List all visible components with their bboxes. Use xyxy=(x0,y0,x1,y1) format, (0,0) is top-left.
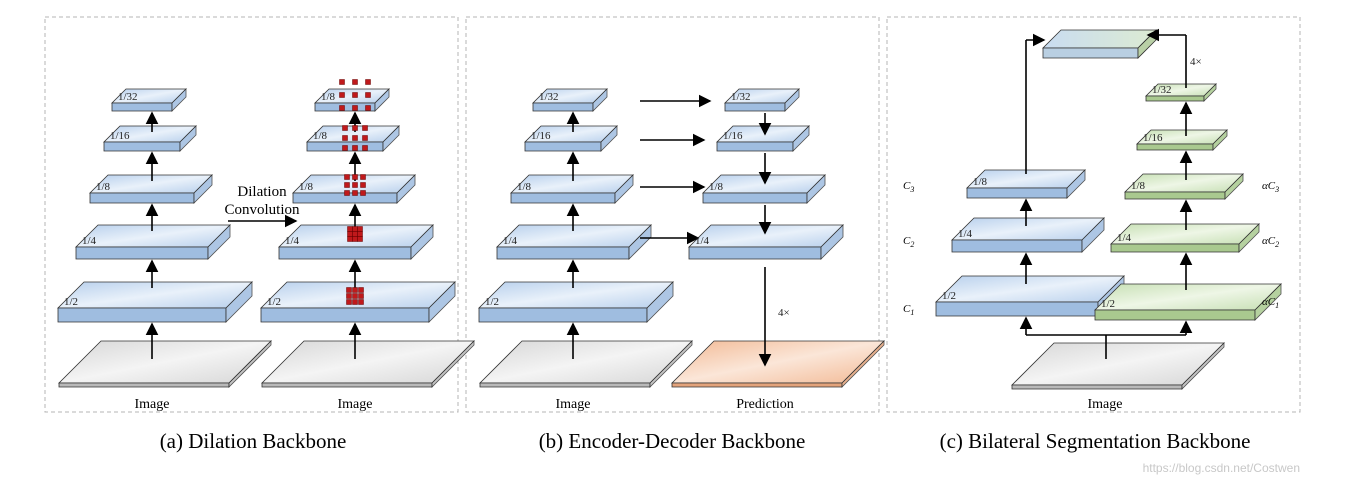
panel-c-right-plate-0-label: 1/32 xyxy=(1152,84,1172,96)
text-labels: Image Image Dilation Convolution Image P… xyxy=(135,56,1300,475)
panel-b-left-plate-2-label: 1/8 xyxy=(517,181,532,193)
panel-a-left-plate-2-label: 1/8 xyxy=(96,181,111,193)
dots-1-2 xyxy=(346,287,364,305)
panel-c-label-ac3: αC3 xyxy=(1262,180,1279,194)
panel-c-right-plate-2-label: 1/8 xyxy=(1131,180,1146,192)
panel-b-prediction-label: Prediction xyxy=(736,397,794,412)
panel-c-label-c2: C2 xyxy=(903,235,914,249)
panel-b-image-label: Image xyxy=(556,397,591,412)
panel-c-label-c3: C3 xyxy=(903,180,914,194)
panel-b-right-plate-2-label: 1/8 xyxy=(709,181,724,193)
panel-a-right-plate-1 xyxy=(306,125,400,152)
panel-b-left-plate-1 xyxy=(524,125,618,152)
panel-a-right-plate-4 xyxy=(260,281,456,323)
panel-a-left-plate-3-label: 1/4 xyxy=(82,235,97,247)
panel-b-right-plate-0-label: 1/32 xyxy=(731,91,751,103)
dilation-label-line2: Convolution xyxy=(224,202,300,218)
panel-b-left-plate-1-label: 1/16 xyxy=(531,130,551,142)
panel-c-image-plate xyxy=(1011,342,1225,390)
panel-a-left-plate-2 xyxy=(89,174,213,204)
panel-c-left-plate-0 xyxy=(966,169,1086,199)
arrows-layer xyxy=(145,28,1193,367)
caption-a: (a) Dilation Backbone xyxy=(160,429,347,453)
panel-b-left-plate-4 xyxy=(478,281,674,323)
panel-c-output-plate xyxy=(1042,29,1157,59)
panel-a-left-plate-0 xyxy=(111,88,187,112)
panel-c-right-plate-4 xyxy=(1094,283,1282,321)
panel-a-left-plate-1-label: 1/16 xyxy=(110,130,130,142)
panel-b-left-plate-4-label: 1/2 xyxy=(485,296,499,308)
panel-c-left-plate-1 xyxy=(951,217,1105,253)
panel-a-left-plate-4 xyxy=(57,281,253,323)
panel-c-upsample-label: 4× xyxy=(1190,56,1202,68)
labels-layer: 1/32 1/16 1/8 1/4 1/2 1/8 1/8 1/8 1/4 1/2 1/32 1/16… xyxy=(64,84,1279,317)
panel-a-right-plate-2-label: 1/8 xyxy=(299,181,314,193)
panel-a-left-plate-1 xyxy=(103,125,197,152)
panel-b-right-plate-1-label: 1/16 xyxy=(723,130,743,142)
panel-b-right-plate-3 xyxy=(688,224,844,260)
panel-c-label-ac2: αC2 xyxy=(1262,235,1279,249)
plates-layer xyxy=(57,29,1282,390)
dots-1-8-c xyxy=(339,79,371,111)
panel-c-right-plate-3 xyxy=(1110,223,1260,253)
panel-a-right-image-plate xyxy=(261,340,475,388)
panel-c-image-label: Image xyxy=(1088,397,1123,412)
panel-c-left-plate-0-label: 1/8 xyxy=(973,176,988,188)
panel-a-image-label-left: Image xyxy=(135,397,170,412)
caption-c: (c) Bilateral Segmentation Backbone xyxy=(940,429,1251,453)
panel-c-right-plate-1 xyxy=(1136,129,1228,151)
panel-a-left-image-plate xyxy=(58,340,272,388)
panel-c-left-plate-1-label: 1/4 xyxy=(958,228,973,240)
panel-b-left-plate-3-label: 1/4 xyxy=(503,235,518,247)
panel-c-left-plate-2 xyxy=(935,275,1125,317)
dots-1-4 xyxy=(347,226,363,242)
panel-c-left-plate-2-label: 1/2 xyxy=(942,290,956,302)
panel-a-right-plate-0 xyxy=(314,88,390,112)
panel-c-right-plate-1-label: 1/16 xyxy=(1143,132,1163,144)
panel-b-left-plate-3 xyxy=(496,224,652,260)
panel-b-right-plate-3-label: 1/4 xyxy=(695,235,710,247)
watermark-text: https://blog.csdn.net/Costwen xyxy=(1143,461,1300,475)
panel-a-image-label-right: Image xyxy=(338,397,373,412)
dots-1-8-b xyxy=(342,125,368,151)
panel-c-right-plate-4-label: 1/2 xyxy=(1101,298,1115,310)
panel-c-right-plate-2 xyxy=(1124,173,1244,200)
panel-b-image-plate xyxy=(479,340,693,388)
panel-b-prediction-plate xyxy=(671,340,885,388)
panel-b-right-plate-2 xyxy=(702,174,826,204)
panel-a-left-plate-0-label: 1/32 xyxy=(118,91,138,103)
dots-1-8-a xyxy=(344,174,366,196)
panel-a-right-plate-0-label: 1/8 xyxy=(321,91,336,103)
panel-b-left-plate-0 xyxy=(532,88,608,112)
panel-a-right-plate-4-label: 1/2 xyxy=(267,296,281,308)
panel-b-left-plate-2 xyxy=(510,174,634,204)
dilation-dots-layer xyxy=(339,79,371,305)
dilation-label-line1: Dilation xyxy=(237,184,287,200)
panel-b-upsample-label: 4× xyxy=(778,307,790,319)
panel-a-left-plate-3 xyxy=(75,224,231,260)
caption-b: (b) Encoder-Decoder Backbone xyxy=(539,429,806,453)
panel-c-right-plate-0 xyxy=(1145,83,1217,102)
panel-b-left-plate-0-label: 1/32 xyxy=(539,91,559,103)
panel-c-label-c1: C1 xyxy=(903,303,914,317)
panel-c-label-ac1: αC1 xyxy=(1262,296,1279,310)
panel-c-right-plate-3-label: 1/4 xyxy=(1117,232,1132,244)
panel-a-left-plate-4-label: 1/2 xyxy=(64,296,78,308)
panel-b-right-plate-0 xyxy=(724,88,800,112)
panel-a-right-plate-3-label: 1/4 xyxy=(285,235,300,247)
panel-a-right-plate-1-label: 1/8 xyxy=(313,130,328,142)
